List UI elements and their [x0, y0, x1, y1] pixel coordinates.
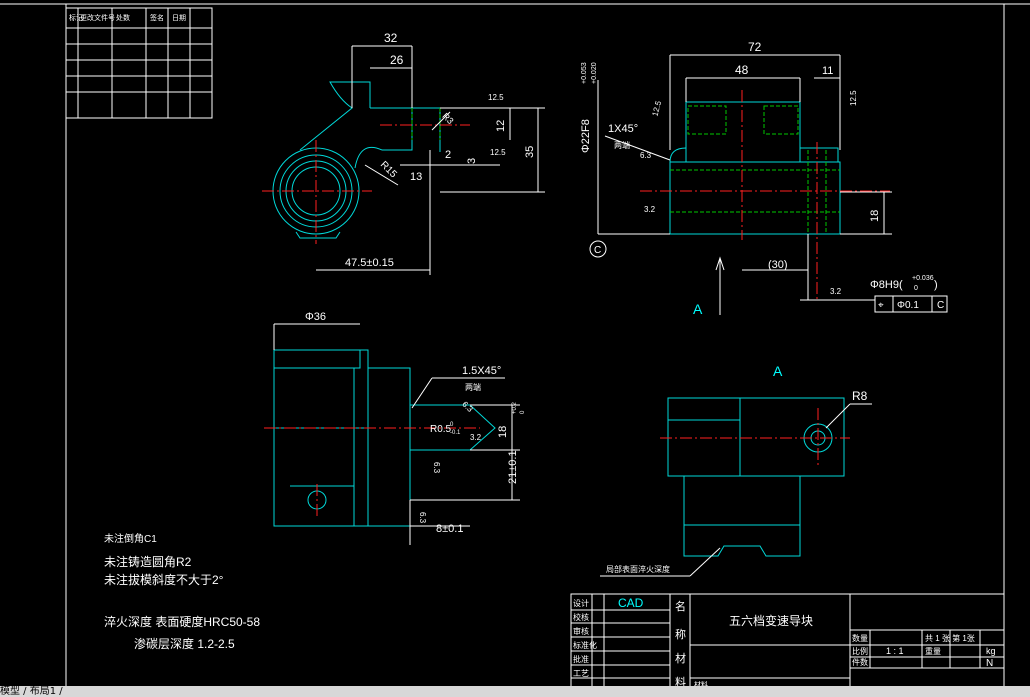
view-a-label: A — [773, 363, 783, 379]
rough-v3-b: 3.2 — [470, 433, 482, 442]
rough-v3-d: 6.3 — [418, 512, 427, 524]
rev-header-mark: 标记 — [69, 13, 83, 22]
note-4: 淬火深度 表面硬度HRC50-58 — [104, 614, 260, 629]
dim-13: 13 — [410, 171, 422, 183]
tb-row-std: 标准化 — [573, 640, 597, 650]
tb-col-name-2: 称 — [675, 627, 686, 641]
dim-47-5: 47.5±0.15 — [345, 257, 394, 269]
dim-48: 48 — [735, 63, 749, 77]
dim-r3: R3 — [440, 111, 455, 126]
rough-v3-c: 6.3 — [432, 462, 441, 474]
dim-18: 18 — [869, 210, 881, 222]
revision-table: 标记 更改文件号 处数 签名 日期 — [65, 7, 213, 119]
rough-v2-a: 12.5 — [651, 99, 664, 117]
rev-header-date: 日期 — [172, 14, 186, 22]
dim-d22-upper: +0.053 — [581, 62, 588, 84]
rev-header-sign: 签名 — [150, 13, 164, 22]
dim-26: 26 — [390, 53, 404, 67]
layout-tabs-bar[interactable]: 模型 / 布局1 / — [0, 686, 1030, 697]
tb-row-process: 工艺 — [573, 669, 589, 678]
datum-c-marker: C — [594, 245, 601, 256]
hole-tol-upper: +0.036 — [912, 275, 934, 282]
position-symbol: ⌖ — [878, 300, 884, 311]
surface-note: 局部表面淬火深度 — [606, 564, 670, 574]
rough-v3-a: 6.3 — [460, 400, 475, 415]
rough-v2-c: 12.5 — [849, 90, 858, 106]
dim-35: 35 — [524, 146, 536, 158]
hole-tol-lower: 0 — [914, 285, 918, 292]
dim-r05-lower: -0.1 — [450, 430, 461, 436]
dim-d36: Φ36 — [305, 311, 326, 323]
view-side[interactable]: Φ36 1.5X45° 两端 R0.5 0 -0.1 18 +0.2 0 21±… — [264, 311, 526, 545]
dim-8: 8±0.1 — [436, 523, 463, 535]
tb-qty-label: 件数 — [852, 657, 868, 667]
dim-r15: R15 — [378, 159, 399, 180]
note-3: 未注拔模斜度不大于2° — [104, 572, 224, 587]
dim-18-v3: 18 — [497, 426, 509, 438]
dim-3: 3 — [466, 158, 478, 164]
rough-v2-b: 6.3 — [640, 151, 652, 160]
dim-18-upper: +0.2 — [512, 401, 518, 414]
dim-21: 21±0.1 — [507, 450, 519, 484]
rough-v1-a: 12.5 — [488, 93, 504, 102]
tb-scale-value: 1 : 1 — [886, 646, 904, 656]
tb-row-review: 审核 — [573, 626, 589, 636]
tb-col-mat-1: 材 — [675, 651, 686, 665]
tb-weight-label: 重量 — [925, 646, 941, 656]
dim-r05-upper: 0 — [450, 422, 454, 428]
dim-d22-lower: +0.020 — [591, 62, 598, 84]
tb-material-prefix: 材料 — [694, 680, 708, 689]
tb-row-check: 校核 — [573, 612, 589, 622]
dim-2: 2 — [445, 149, 451, 161]
rev-header-file: 更改文件号 — [80, 13, 115, 22]
tb-col-name-1: 名 — [675, 599, 686, 613]
rough-v2-d: 3.2 — [644, 205, 656, 214]
tb-sheet-count: 共 1 张 第 1张 — [925, 633, 975, 643]
sheet-frame — [0, 3, 1030, 691]
tb-row-approve: 批准 — [573, 654, 589, 664]
position-tol: Φ0.1 — [897, 300, 919, 311]
tech-notes: 未注倒角C1 未注铸造圆角R2 未注拔模斜度不大于2° 淬火深度 表面硬度HRC… — [104, 532, 260, 651]
hole-callout: Φ8H9( — [870, 279, 903, 291]
hole-callout-close: ) — [934, 279, 938, 291]
note-1: 未注倒角C1 — [104, 532, 157, 545]
tb-row-design: 设计 — [573, 598, 589, 608]
rev-header-count: 处数 — [116, 13, 130, 22]
position-datum: C — [937, 300, 944, 311]
view-section[interactable]: 72 48 11 18 (30) Φ22F8 +0.053 +0.020 1X4… — [580, 40, 948, 317]
tb-scale-label: 比例 — [852, 646, 868, 656]
tb-part-name: 五六档变速导块 — [729, 613, 813, 628]
dim-30: (30) — [768, 259, 788, 271]
note-5: 渗碳层深度 1.2-2.5 — [134, 636, 235, 651]
dim-12: 12 — [495, 120, 507, 132]
tb-sheet-label: 数量 — [852, 633, 868, 643]
rough-v1-b: 12.5 — [490, 148, 506, 157]
view-front[interactable]: 32 26 35 12 2 3 13 47.5±0.15 R15 R3 12.5… — [262, 31, 545, 275]
tb-designer: CAD — [618, 596, 644, 610]
dim-r05: R0.5 — [430, 424, 452, 435]
dim-18-lower: 0 — [520, 410, 526, 414]
rough-v2-e: 3.2 — [830, 287, 842, 296]
tb-weight-unit: kg — [986, 646, 996, 656]
dim-1-5x45: 1.5X45° — [462, 365, 501, 377]
tb-col-mat-2: 料 — [675, 675, 686, 689]
view-a-arrow-label: A — [693, 301, 703, 317]
chamfer-note-v2: 两端 — [614, 140, 630, 150]
view-a[interactable]: A R8 局部表面淬火深度 — [600, 363, 872, 577]
dim-1x45: 1X45° — [608, 123, 638, 135]
dim-32: 32 — [384, 31, 398, 45]
note-2: 未注铸造圆角R2 — [104, 554, 192, 569]
tb-n-letter: N — [986, 658, 993, 669]
layout-tabs[interactable]: 模型 / 布局1 / — [0, 686, 63, 697]
dim-d22: Φ22F8 — [580, 119, 592, 153]
title-block: 设计 校核 审核 标准化 批准 工艺 CAD 名 称 材 料 五六档变速导块 材… — [570, 593, 1005, 691]
chamfer-note-v3: 两端 — [465, 382, 481, 392]
dim-72: 72 — [748, 40, 762, 54]
dim-11: 11 — [822, 65, 833, 77]
dim-r8: R8 — [852, 389, 868, 403]
